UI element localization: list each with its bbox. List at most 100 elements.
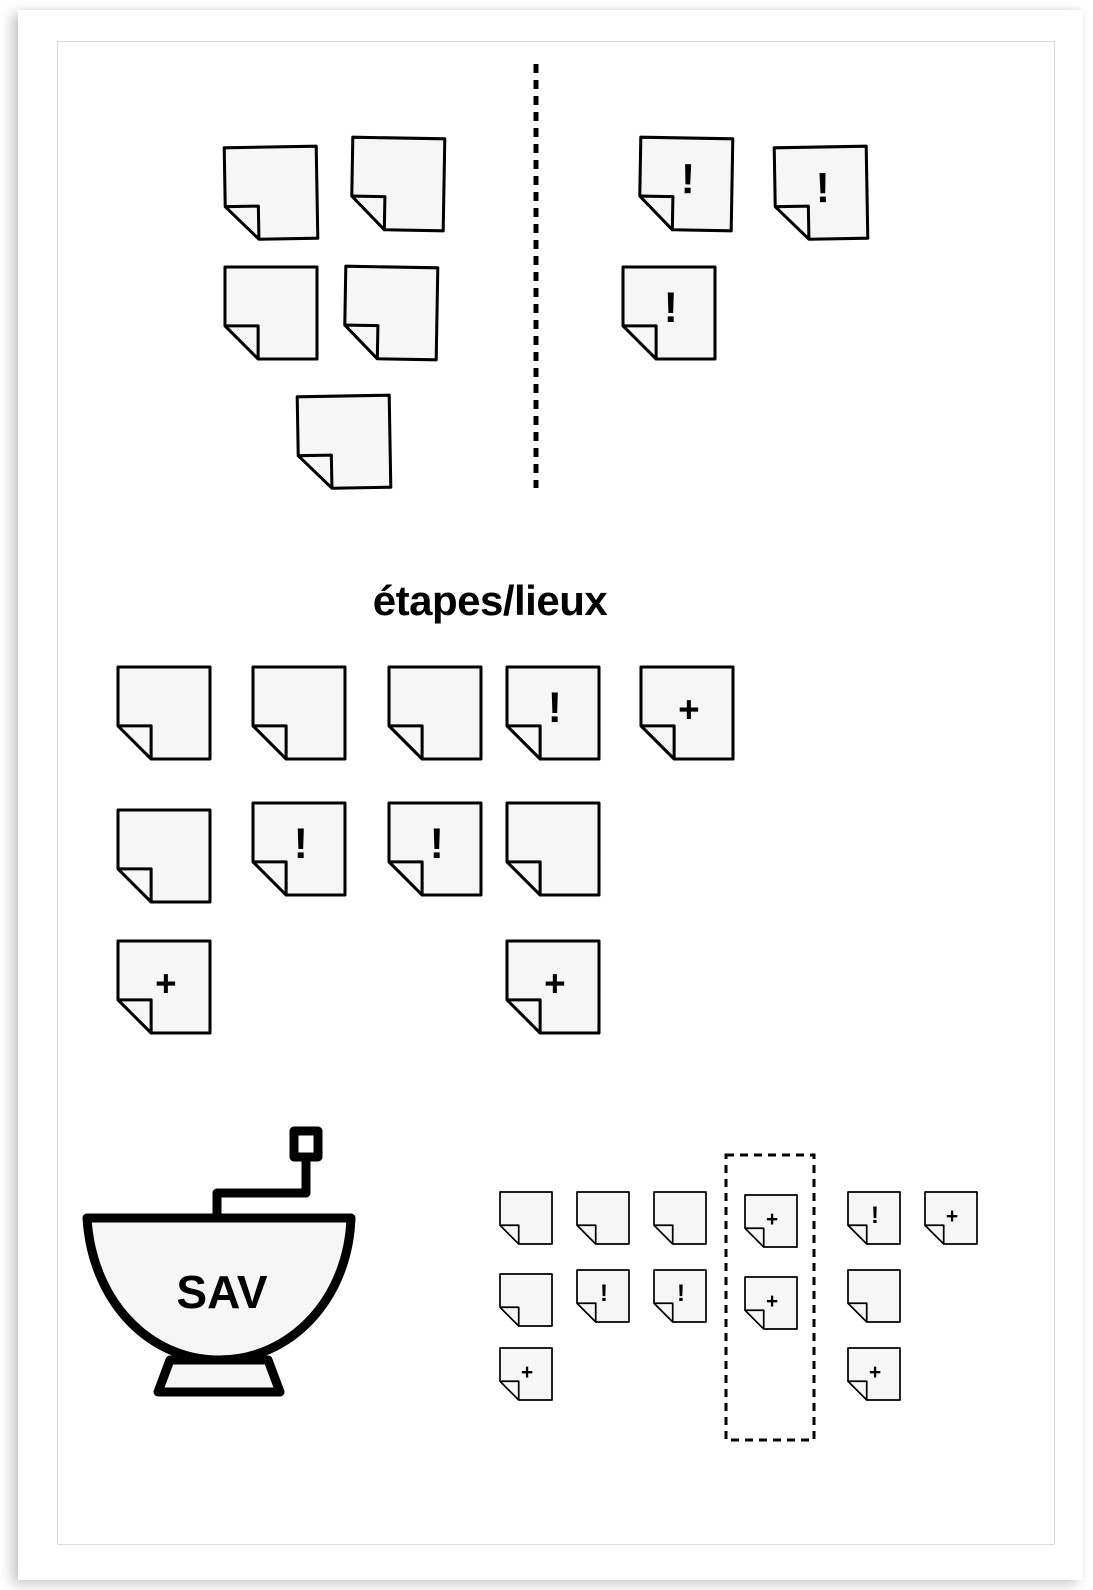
- plus-mark: +: [766, 1208, 778, 1231]
- grinder-icon: [82, 1126, 356, 1397]
- exclamation-mark: !: [294, 820, 308, 867]
- page-frame: [57, 41, 1055, 1545]
- note-body: [653, 1269, 707, 1323]
- note-fold: [639, 194, 675, 230]
- plus-mark: +: [544, 963, 566, 1004]
- note-fold: [389, 724, 424, 759]
- note-body: [744, 1194, 798, 1248]
- note-fold: [225, 204, 261, 240]
- exclamation-mark: !: [664, 284, 678, 331]
- note-body: [744, 1276, 798, 1330]
- note-body: [116, 808, 212, 904]
- sticky-note-note-g-5: +: [639, 665, 735, 761]
- note-body: [924, 1191, 978, 1245]
- plus-mark: +: [678, 689, 700, 730]
- note-fold: [500, 1306, 520, 1326]
- sticky-note-note-s-11: [847, 1269, 901, 1323]
- note-fold: [577, 1302, 597, 1322]
- note-fold: [118, 867, 153, 902]
- note-body: [499, 1347, 553, 1401]
- sticky-note-note-s-5: !: [847, 1191, 901, 1245]
- note-body: [621, 265, 717, 361]
- sticky-note-note-s-6: +: [924, 1191, 978, 1245]
- note-body: [505, 801, 601, 897]
- note-fold: [351, 194, 387, 230]
- note-fold: [298, 453, 334, 489]
- note-body: [223, 265, 319, 361]
- exclamation-mark: !: [871, 1202, 879, 1229]
- note-fold: [848, 1380, 868, 1400]
- note-fold: [641, 724, 676, 759]
- sticky-note-note-s-10: +: [744, 1276, 798, 1330]
- note-body: [499, 1273, 553, 1327]
- note-body: [222, 144, 320, 241]
- note-fold: [344, 323, 380, 359]
- note-fold: [389, 860, 424, 895]
- sticky-note-note-s-3: [653, 1191, 707, 1245]
- plus-mark: +: [946, 1205, 958, 1228]
- note-body: [505, 665, 601, 761]
- sticky-note-note-tl-1: [222, 144, 320, 241]
- note-body: [251, 801, 347, 897]
- sticky-note-note-g-11: +: [505, 939, 601, 1035]
- exclamation-mark: !: [680, 155, 695, 202]
- note-fold: [253, 860, 288, 895]
- grinder-crank-arm: [212, 1152, 311, 1223]
- note-fold: [507, 860, 542, 895]
- sticky-note-note-g-9: [505, 801, 601, 897]
- note-fold: [623, 324, 658, 359]
- note-body: [639, 665, 735, 761]
- note-fold: [848, 1224, 868, 1244]
- note-body: [116, 939, 212, 1035]
- note-body: [387, 665, 483, 761]
- selection-box: [724, 1153, 816, 1442]
- sticky-note-note-s-2: [576, 1191, 630, 1245]
- note-fold: [225, 324, 260, 359]
- sticky-note-note-g-4: !: [505, 665, 601, 761]
- sticky-note-note-s-12: +: [499, 1347, 553, 1401]
- note-body: [499, 1191, 553, 1245]
- grinder-label: SAV: [176, 1266, 267, 1318]
- exclamation-mark: !: [600, 1280, 608, 1307]
- sticky-note-note-g-6: [116, 808, 212, 904]
- exclamation-mark: !: [677, 1280, 685, 1307]
- note-body: [847, 1347, 901, 1401]
- plus-mark: +: [766, 1290, 778, 1313]
- note-fold: [654, 1302, 674, 1322]
- note-body: [343, 264, 440, 362]
- sticky-note-note-s-13: +: [847, 1347, 901, 1401]
- exclamation-mark: !: [430, 820, 444, 867]
- note-body: [505, 939, 601, 1035]
- sticky-note-note-tl-4: [343, 264, 440, 362]
- sticky-note-note-s-7: [499, 1273, 553, 1327]
- note-fold: [745, 1227, 765, 1247]
- note-body: [653, 1191, 707, 1245]
- note-fold: [507, 998, 542, 1033]
- sticky-note-note-g-2: [251, 665, 347, 761]
- sticky-note-note-g-1: [116, 665, 212, 761]
- sticky-note-note-s-8: !: [576, 1269, 630, 1323]
- sticky-note-note-s-4: +: [744, 1194, 798, 1248]
- sticky-note-note-tr-3: !: [621, 265, 717, 361]
- grinder-base: [153, 1355, 285, 1397]
- note-fold: [500, 1224, 520, 1244]
- plus-mark: +: [869, 1361, 881, 1384]
- note-body: [295, 393, 393, 490]
- section-title: étapes/lieux: [372, 577, 608, 624]
- sticky-note-note-s-1: [499, 1191, 553, 1245]
- note-body: [116, 665, 212, 761]
- note-fold: [253, 724, 288, 759]
- sticky-note-note-tl-2: [350, 135, 447, 233]
- note-body: [847, 1191, 901, 1245]
- sticky-note-note-g-7: !: [251, 801, 347, 897]
- note-body: [638, 135, 735, 233]
- note-body: [576, 1269, 630, 1323]
- sticky-note-note-tl-3: [223, 265, 319, 361]
- sticky-note-note-tr-2: !: [772, 144, 870, 241]
- note-fold: [118, 724, 153, 759]
- note-fold: [118, 998, 153, 1033]
- note-fold: [925, 1224, 945, 1244]
- sticky-note-note-s-9: !: [653, 1269, 707, 1323]
- note-body: [350, 135, 447, 233]
